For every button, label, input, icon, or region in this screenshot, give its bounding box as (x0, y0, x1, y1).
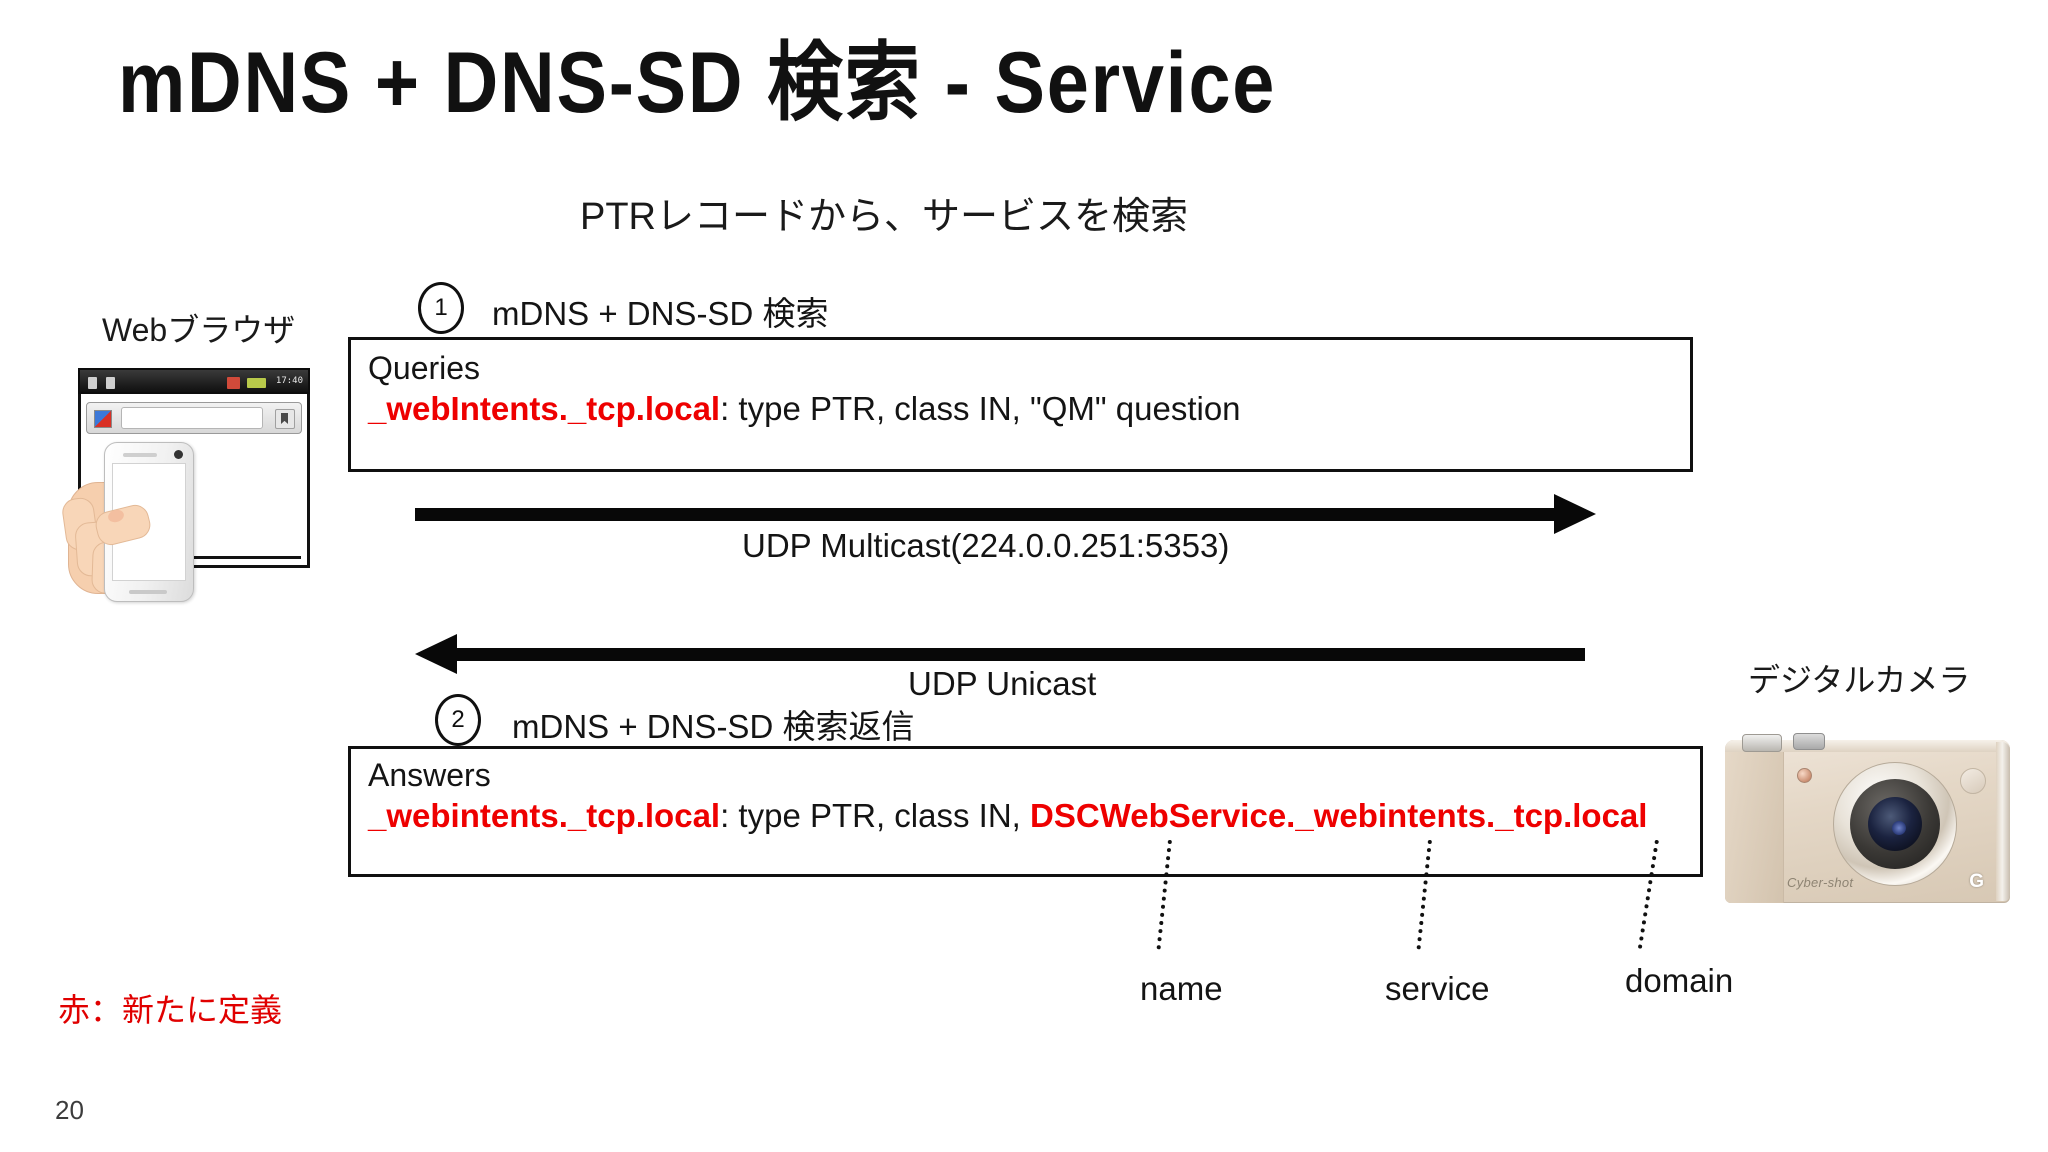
site-favicon-icon (94, 410, 112, 428)
status-clock: 17:40 (275, 376, 303, 386)
camera-brand-text: Cyber-shot (1787, 875, 1854, 890)
step-1-label: mDNS + DNS-SD 検索 (492, 295, 829, 332)
unicast-arrow-label: UDP Unicast (908, 665, 1097, 702)
android-icon (106, 377, 115, 389)
queries-heading: Queries (368, 350, 481, 386)
unicast-arrow-shaft (455, 648, 1585, 661)
camera-lens-glint (1892, 821, 1906, 835)
step-1-marker: 1 (418, 282, 464, 334)
queries-record-line: _webIntents._tcp.local: type PTR, class … (368, 390, 1241, 428)
signal-icon (227, 377, 240, 389)
multicast-arrow-label: UDP Multicast(224.0.0.251:5353) (742, 527, 1230, 564)
answers-record-target: DSCWebService._webintents._tcp.local (1030, 797, 1648, 834)
field-note-domain: domain (1625, 962, 1734, 999)
camera-lens-barrel (1833, 762, 1957, 886)
android-status-bar: 17:40 (78, 368, 310, 394)
field-note-name: name (1140, 970, 1223, 1007)
camera-side-knob (1960, 768, 1986, 794)
step-2-marker: 2 (435, 694, 481, 746)
answers-heading: Answers (368, 757, 491, 793)
answers-record-mid: : type PTR, class IN, (720, 797, 1031, 834)
answers-record-name: _webintents._tcp.local (368, 797, 721, 834)
camera-lens-mid-ring (1850, 779, 1940, 869)
browser-bottom-rule (189, 556, 301, 559)
camera-shutter-button (1793, 733, 1825, 750)
digital-camera-illustration: Cyber-shot G (1725, 733, 2010, 903)
camera-grip (1725, 740, 1784, 903)
queries-record-name: _webIntents._tcp.local (368, 390, 721, 427)
queries-record-rest: : type PTR, class IN, "QM" question (720, 390, 1241, 427)
camera-lens-glass (1868, 797, 1922, 851)
page-number: 20 (55, 1095, 84, 1125)
field-note-service: service (1385, 970, 1490, 1007)
phone-camera-icon (174, 450, 183, 459)
url-input[interactable] (121, 407, 263, 429)
red-legend-note: 赤：新たに定義 (58, 992, 283, 1028)
browser-url-bar[interactable] (86, 402, 302, 434)
camera-mode-dial (1742, 734, 1782, 752)
camera-side-edge (1996, 742, 2010, 901)
step-2-label: mDNS + DNS-SD 検索返信 (512, 708, 915, 745)
camera-af-lamp-icon (1797, 768, 1812, 783)
browser-device-label: Webブラウザ (102, 312, 296, 348)
camera-device-label: デジタルカメラ (1748, 662, 1971, 698)
answers-record-line: _webintents._tcp.local: type PTR, class … (368, 797, 1647, 835)
bookmark-icon[interactable] (275, 409, 295, 429)
unicast-arrow-head (415, 634, 457, 674)
battery-icon (247, 378, 266, 388)
hand-holding-phone-illustration (60, 438, 212, 606)
phone-home-bar (129, 590, 167, 594)
multicast-arrow-head (1554, 494, 1596, 534)
page-title: mDNS + DNS-SD 検索 - Service (118, 35, 1277, 131)
usb-icon (88, 377, 97, 389)
multicast-arrow-shaft (415, 508, 1560, 521)
page-subtitle: PTRレコードから、サービスを検索 (580, 196, 1189, 238)
answers-packet-box (348, 746, 1703, 877)
queries-packet-box (348, 337, 1693, 472)
camera-lens-badge: G (1969, 871, 1984, 892)
phone-speaker (123, 453, 157, 457)
